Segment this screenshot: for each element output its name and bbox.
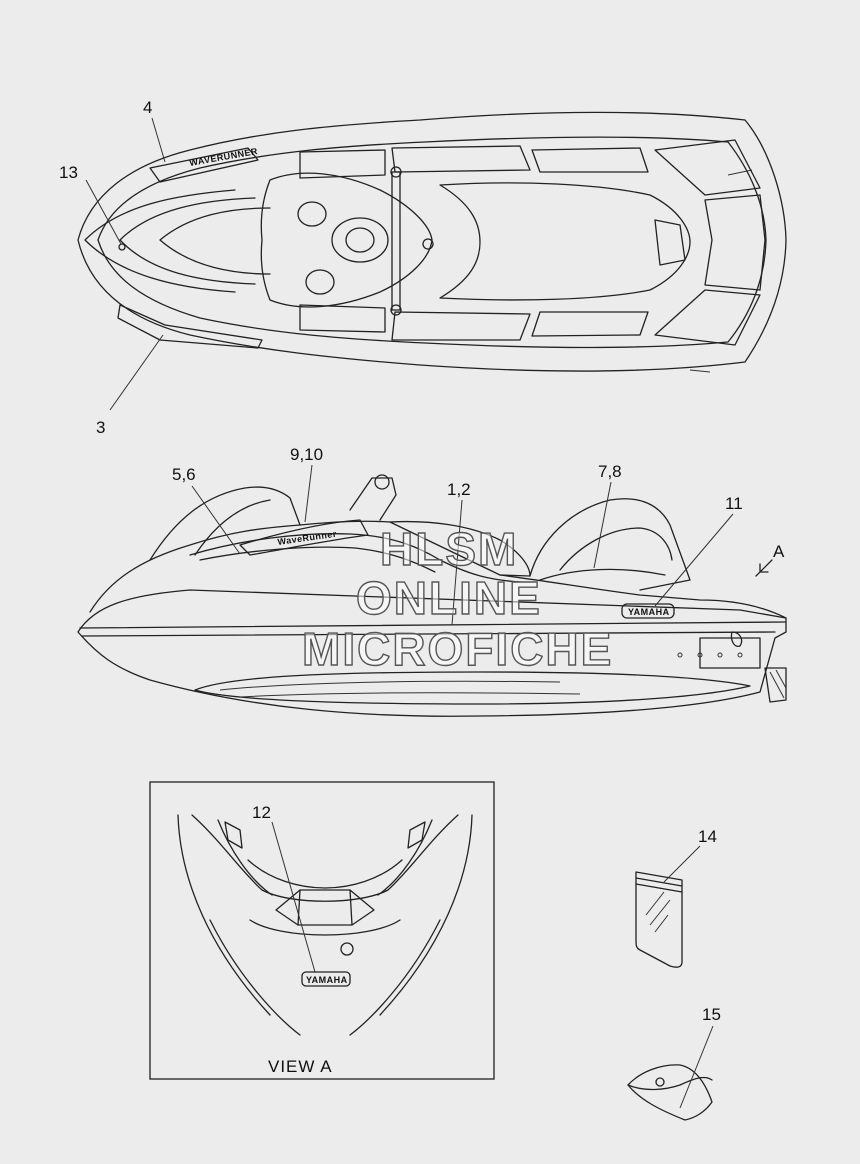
callout-4: 4	[143, 98, 152, 117]
view-a-frame	[149, 781, 495, 1080]
svg-text:WAVERUNNER: WAVERUNNER	[189, 146, 259, 168]
leader-line-1-2	[451, 499, 463, 626]
side-yamaha-logo: YAMAHA	[628, 607, 670, 617]
part-14-bag: 14	[635, 827, 717, 968]
leader-line-5-6	[191, 485, 241, 555]
top-view-callouts: 4 13 3	[59, 98, 166, 437]
callout-1-2: 1,2	[447, 480, 471, 499]
leader-line-14	[663, 845, 701, 883]
callout-15: 15	[702, 1005, 721, 1024]
rear-yamaha-logo: YAMAHA	[306, 975, 348, 985]
leader-line-12	[271, 821, 316, 973]
part-15-pouch: 15	[627, 1005, 721, 1121]
watermark-line-2: ONLINE	[356, 572, 542, 624]
callout-a: A	[773, 542, 785, 561]
leader-line-11	[654, 513, 734, 607]
callout-11: 11	[725, 494, 743, 513]
watermark: HLSM ONLINE MICROFICHE	[301, 522, 613, 675]
view-a-panel: YAMAHA 12 VIEW A	[149, 781, 495, 1080]
leader-line-9-10	[304, 464, 313, 523]
leader-line-7-8	[593, 481, 612, 569]
callout-3: 3	[96, 418, 105, 437]
callout-14: 14	[698, 827, 717, 846]
callout-5-6: 5,6	[172, 465, 196, 484]
watermark-line-1: HLSM	[380, 523, 518, 575]
callout-7-8: 7,8	[598, 462, 622, 481]
top-view-watercraft: WAVERUNNER	[77, 111, 787, 373]
view-a-label: VIEW A	[268, 1057, 333, 1076]
leader-line-4	[151, 117, 166, 163]
leader-line-3	[109, 334, 164, 411]
callout-13: 13	[59, 163, 78, 182]
watermark-line-3: MICROFICHE	[302, 623, 613, 675]
leader-line-15	[679, 1025, 714, 1109]
side-view-callouts: 9,10 5,6 1,2 7,8 11 A	[172, 445, 785, 626]
callout-12: 12	[252, 803, 271, 822]
view-a-arrow-icon	[755, 559, 773, 577]
leader-line-13	[85, 179, 122, 245]
callout-9-10: 9,10	[290, 445, 323, 464]
